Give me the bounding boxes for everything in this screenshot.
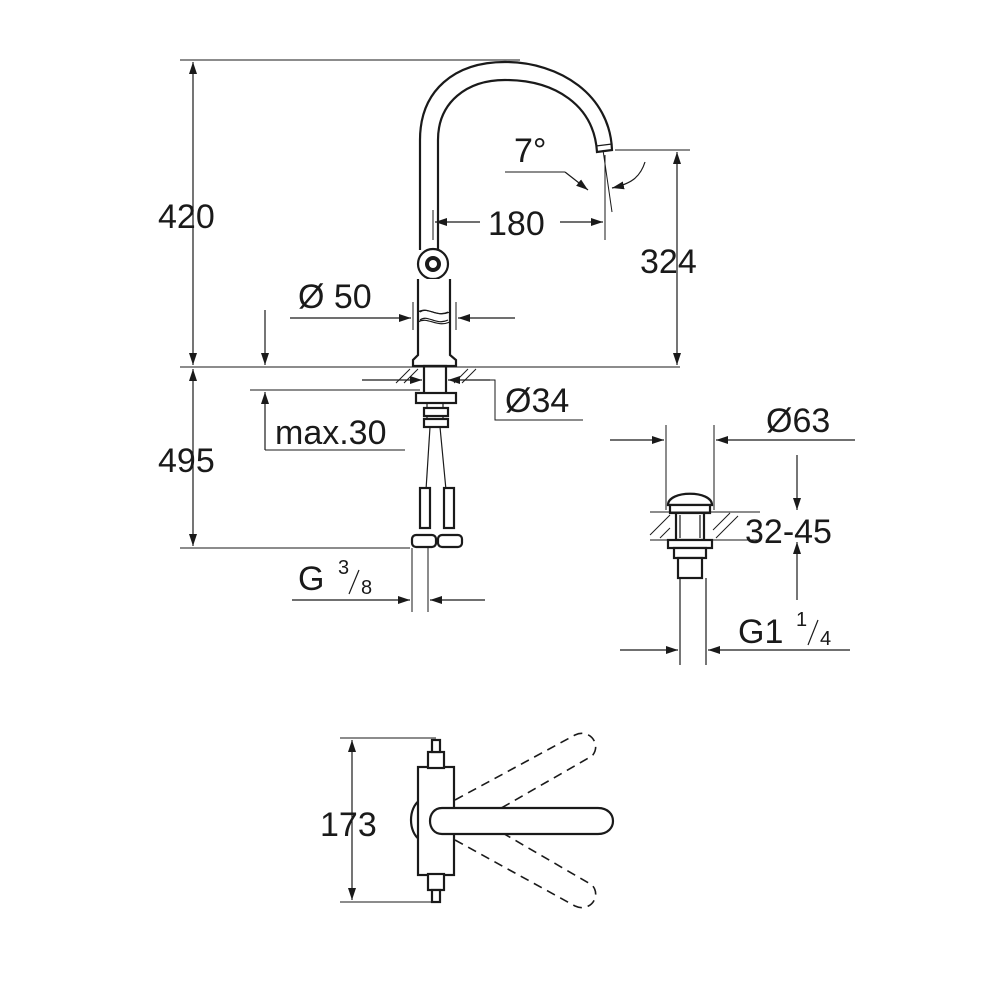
dim-below-deck-length: 495 <box>158 369 410 549</box>
dim-waste-thickness: 32-45 <box>745 455 832 600</box>
label-waste-diameter: Ø63 <box>766 402 830 440</box>
label-max-deck-thickness: max.30 <box>275 414 387 452</box>
label-total-height: 420 <box>158 198 215 236</box>
faucet-side-view <box>395 60 614 549</box>
dim-spout-reach: 180 <box>432 155 606 243</box>
dim-supply-connection: G 3 8 <box>292 548 485 612</box>
dim-mounting-hole: Ø34 <box>362 376 583 421</box>
label-mounting-hole: Ø34 <box>505 382 569 420</box>
label-supply-den: 8 <box>361 577 372 599</box>
dim-waste-diameter: Ø63 <box>610 402 855 444</box>
dim-spout-height: 324 <box>615 149 697 365</box>
basin-hatch <box>649 512 739 539</box>
label-waste-num: 1 <box>796 609 807 631</box>
dim-handle-width: 173 <box>320 737 436 903</box>
label-spout-height: 324 <box>640 243 697 281</box>
dim-body-diameter: Ø 50 <box>290 278 515 330</box>
label-body-diameter: Ø 50 <box>298 278 372 316</box>
label-waste-main: G1 <box>738 613 783 651</box>
dim-waste-connection: G1 1 4 <box>620 609 850 654</box>
label-waste-thickness: 32-45 <box>745 513 832 551</box>
label-spout-reach: 180 <box>488 205 545 243</box>
dim-max-deck-thickness: max.30 <box>250 389 420 452</box>
label-handle-width: 173 <box>320 806 377 844</box>
handle-top <box>428 806 614 836</box>
waste-fitting <box>649 425 760 665</box>
handle-swing-lower <box>454 813 597 909</box>
label-below-deck-length: 495 <box>158 442 215 480</box>
label-supply-num: 3 <box>338 557 349 579</box>
label-spout-angle: 7° <box>514 132 547 170</box>
label-waste-den: 4 <box>820 628 831 650</box>
dim-total-height: 420 <box>158 59 680 368</box>
dim-spout-angle: 7° <box>505 132 646 213</box>
faucet-top-view <box>409 732 614 909</box>
handle-swing-upper <box>454 732 597 827</box>
label-supply-main: G <box>298 560 324 598</box>
